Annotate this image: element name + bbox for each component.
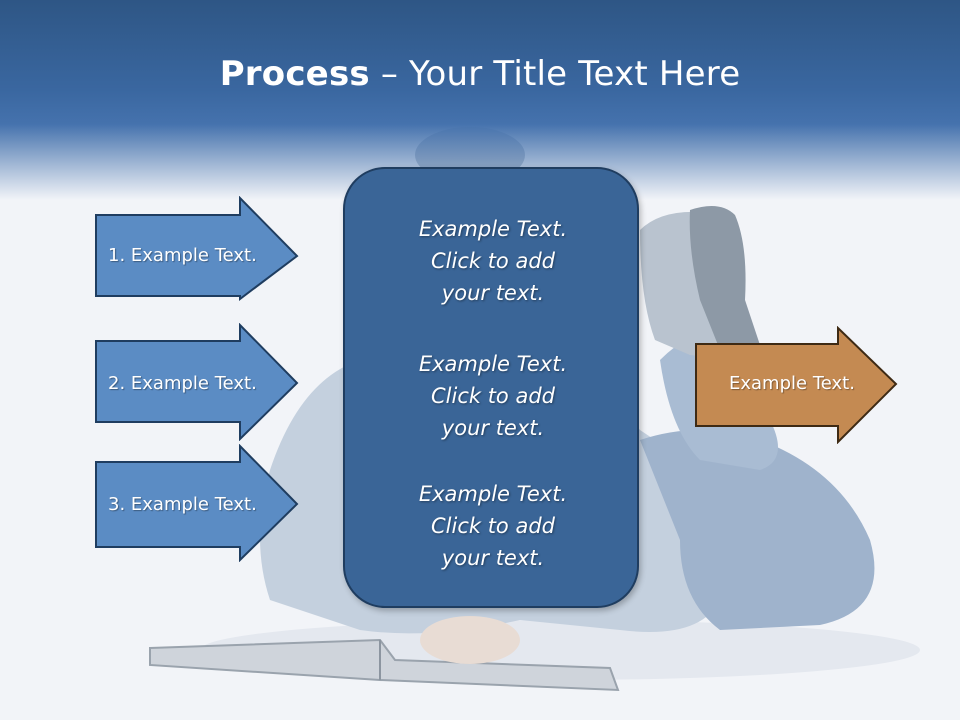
text-block-3-line3: your text. (441, 546, 545, 570)
title-band (0, 0, 960, 200)
arrow-1[interactable] (94, 196, 300, 302)
text-block-2-line2: Click to add (430, 384, 555, 408)
arrow-2[interactable] (94, 323, 300, 441)
text-block-1-line1: Example Text. (418, 217, 568, 241)
center-text-box[interactable]: Example Text. Click to add your text. Ex… (343, 167, 639, 608)
text-block-1-line2: Click to add (430, 249, 555, 273)
text-block-3-line2: Click to add (430, 514, 555, 538)
text-block-1: Example Text. Click to add your text. (345, 213, 641, 309)
text-block-2: Example Text. Click to add your text. (345, 348, 641, 444)
arrow-3[interactable] (94, 444, 300, 562)
slide-title: Process – Your Title Text Here (0, 52, 960, 96)
arrow-3-label: 3. Example Text. (108, 494, 257, 515)
title-bold: Process (219, 54, 370, 94)
arrow-1-label: 1. Example Text. (108, 245, 257, 266)
text-block-3: Example Text. Click to add your text. (345, 478, 641, 574)
title-rest: – Your Title Text Here (369, 54, 741, 94)
text-block-2-line3: your text. (441, 416, 545, 440)
text-block-3-line1: Example Text. (418, 482, 568, 506)
output-arrow-label: Example Text. (729, 373, 855, 394)
output-arrow[interactable] (694, 326, 900, 444)
text-block-2-line1: Example Text. (418, 352, 568, 376)
text-block-1-line3: your text. (441, 281, 545, 305)
arrow-2-label: 2. Example Text. (108, 373, 257, 394)
